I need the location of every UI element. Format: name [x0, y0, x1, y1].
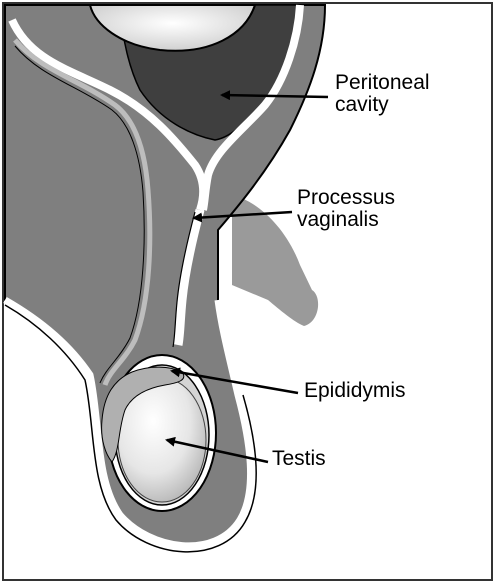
label-testis: Testis — [272, 448, 326, 470]
label-peritoneal-cavity: Peritoneal cavity — [335, 72, 430, 116]
label-processus-vaginalis: Processus vaginalis — [297, 187, 395, 231]
label-epididymis: Epididymis — [304, 380, 406, 402]
